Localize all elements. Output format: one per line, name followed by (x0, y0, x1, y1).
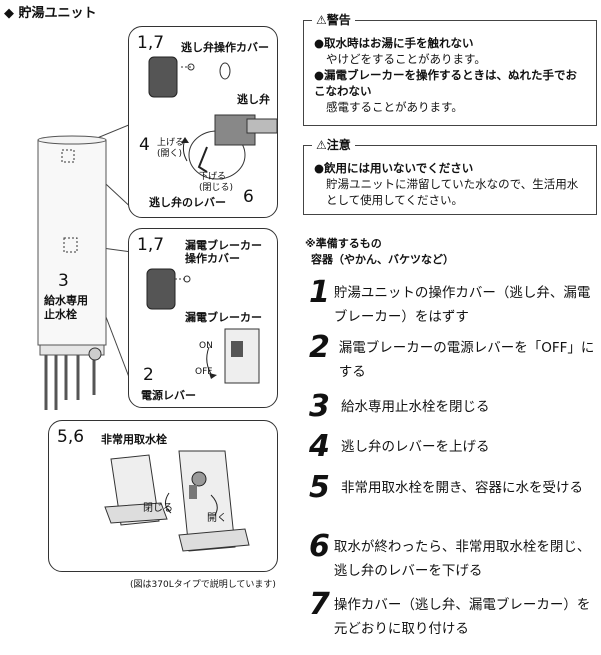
step-2-number: 2 (309, 330, 330, 365)
step-3-number: 3 (309, 389, 330, 424)
figure-caption: (図は370Lタイプで説明しています) (130, 580, 276, 590)
prep-section: ※準備するもの 容器（やかん、バケツなど） (305, 236, 454, 268)
stop-valve-label-2: 止水栓 (44, 308, 77, 321)
breaker-panel: 1,7 漏電ブレーカー 操作カバー 漏電ブレーカー ON OFF 2 電源レバー (128, 228, 278, 408)
emergency-tap-drawing (104, 450, 250, 552)
step-1: 1 貯湯ユニットの操作カバー（逃し弁、漏電ブレーカー）をはずす (309, 278, 599, 329)
step-1-number: 1 (309, 275, 330, 310)
relief-valve-drawing (148, 56, 277, 180)
emergency-tap-label: 非常用取水栓 (101, 433, 167, 446)
relief-lever-label: 逃し弁のレバー (149, 196, 226, 209)
warning-item-1-sub: やけどをすることがあります。 (326, 52, 486, 66)
top-box-number: 1,7 (137, 33, 165, 53)
emergency-tap-panel: 5,6 非常用取水栓 閉じる 開く (48, 420, 278, 572)
warning-item-2-head: ●漏電ブレーカーを操作するときは、ぬれた手でおこなわない (314, 68, 578, 98)
step-1-text: 貯湯ユニットの操作カバー（逃し弁、漏電ブレーカー）をはずす (333, 285, 591, 325)
lever-open-label: (開く) (157, 149, 183, 159)
relief-cover-label: 逃し弁操作カバー (181, 41, 269, 54)
prep-items: 容器（やかん、バケツなど） (311, 253, 454, 266)
caution-box: ⚠注意 ●飲用には用いないでください 貯湯ユニットに滞留していた水なので、生活用… (303, 136, 597, 215)
warning-icon: ⚠ (316, 13, 327, 27)
step-5-text: 非常用取水栓を開き、容器に水を受ける (341, 480, 584, 496)
caution-title: ⚠注意 (312, 136, 355, 153)
caution-sub: 貯湯ユニットに滞留していた水なので、生活用水として使用してください。 (326, 177, 579, 207)
unit-illustration (37, 121, 137, 410)
step-3-text: 給水専用止水栓を閉じる (341, 399, 490, 415)
step-4-number: 4 (309, 429, 330, 464)
step-5: 5 非常用取水栓を開き、容器に水を受ける (309, 473, 599, 503)
step-2: 2 漏電ブレーカーの電源レバーを「OFF」にする (309, 333, 599, 384)
lever-close-label: (閉じる) (199, 183, 234, 193)
step-5-number: 5 (309, 470, 330, 505)
caution-head: ●飲用には用いないでください (314, 161, 474, 175)
lever-down-label: 下げる (199, 172, 227, 182)
warning-title: ⚠警告 (312, 11, 355, 28)
section-title: ◆ 貯湯ユニット (4, 6, 97, 21)
relief-valve-panel: 1,7 逃し弁操作カバー 逃し弁 4 上げる (開く) 下げる (閉じる) 逃し… (128, 26, 278, 218)
step-2-text: 漏電ブレーカーの電源レバーを「OFF」にする (338, 340, 595, 380)
tap-close-label: 閉じる (143, 503, 173, 514)
step-7-text: 操作カバー（逃し弁、漏電ブレーカー）を元どおりに取り付ける (333, 597, 591, 637)
step6-number: 6 (243, 187, 254, 207)
step-6-number: 6 (309, 529, 330, 564)
lever-up-label: 上げる (157, 138, 185, 148)
breaker-label: 漏電ブレーカー (185, 311, 262, 324)
breaker-drawing (146, 268, 260, 384)
step4-number: 4 (139, 135, 150, 155)
on-label: ON (199, 341, 213, 351)
step-4-text: 逃し弁のレバーを上げる (341, 439, 490, 455)
tap-open-label: 開く (207, 513, 227, 524)
step-4: 4 逃し弁のレバーを上げる (309, 432, 599, 462)
step2-number: 2 (143, 365, 154, 385)
breaker-cover-label-1: 漏電ブレーカー (185, 239, 262, 252)
relief-valve-label: 逃し弁 (237, 93, 270, 106)
step3-number: 3 (58, 271, 69, 291)
power-lever-label: 電源レバー (141, 389, 196, 402)
stop-valve-label-1: 給水専用 (44, 294, 88, 307)
bottom-box-number: 5,6 (57, 427, 85, 447)
breaker-cover-label-2: 操作カバー (185, 252, 240, 265)
warning-box: ⚠警告 ●取水時はお湯に手を触れない やけどをすることがあります。 ●漏電ブレー… (303, 11, 597, 126)
step-6-text: 取水が終わったら、非常用取水栓を閉じ、逃し弁のレバーを下げる (333, 539, 591, 579)
step-6: 6 取水が終わったら、非常用取水栓を閉じ、逃し弁のレバーを下げる (309, 532, 599, 583)
step-7: 7 操作カバー（逃し弁、漏電ブレーカー）を元どおりに取り付ける (309, 590, 599, 641)
caution-icon: ⚠ (316, 138, 327, 152)
prep-label: ※準備するもの (305, 237, 382, 250)
step-7-number: 7 (309, 587, 330, 622)
mid-box-number: 1,7 (137, 235, 165, 255)
step-3: 3 給水専用止水栓を閉じる (309, 392, 599, 422)
warning-item-1-head: ●取水時はお湯に手を触れない (314, 36, 474, 50)
warning-item-2-sub: 感電することがあります。 (326, 100, 463, 114)
off-label: OFF (195, 367, 213, 377)
